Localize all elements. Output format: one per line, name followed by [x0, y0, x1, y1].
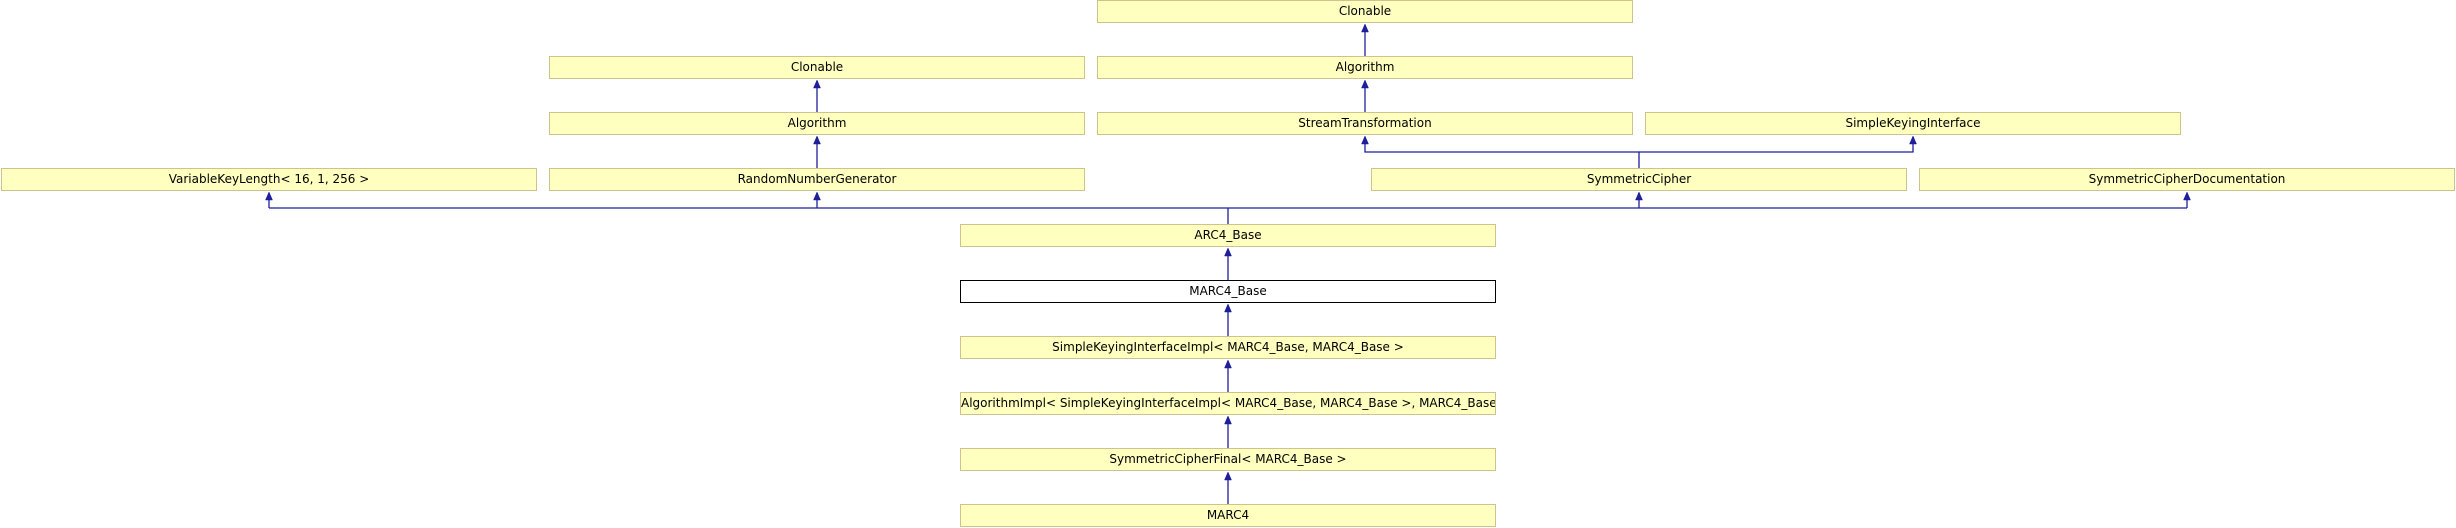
- edge-arc4-symcipher-arrowhead: [1635, 191, 1643, 201]
- node-variable-key-length[interactable]: VariableKeyLength< 16, 1, 256 >: [1, 168, 537, 191]
- edge-algorithm-stream-arrowhead: [1361, 79, 1369, 89]
- node-marc4-base-current: MARC4_Base: [960, 280, 1496, 303]
- edge-symcipher-skinterface-arrowhead: [1909, 135, 1917, 145]
- node-arc4-base[interactable]: ARC4_Base: [960, 224, 1496, 247]
- edge-skimpl-algimpl-arrowhead: [1224, 359, 1232, 369]
- edge-marc4base-skimpl-arrowhead: [1224, 303, 1232, 313]
- node-algorithm-impl[interactable]: AlgorithmImpl< SimpleKeyingInterfaceImpl…: [960, 392, 1496, 415]
- node-marc4[interactable]: MARC4: [960, 504, 1496, 527]
- node-clonable-left[interactable]: Clonable: [549, 56, 1085, 79]
- node-symmetric-cipher-documentation[interactable]: SymmetricCipherDocumentation: [1919, 168, 2455, 191]
- edge-algimpl-symfinal-arrowhead: [1224, 415, 1232, 425]
- edge-symcipher-stream-arrowhead: [1361, 135, 1369, 145]
- edge-symcipher-stream: [1364, 137, 1640, 168]
- node-algorithm-right[interactable]: Algorithm: [1097, 56, 1633, 79]
- node-clonable-top[interactable]: Clonable: [1097, 0, 1633, 23]
- edge-algorithm-rng-arrowhead: [813, 135, 821, 145]
- node-simple-keying-interface[interactable]: SimpleKeyingInterface: [1645, 112, 2181, 135]
- node-random-number-generator[interactable]: RandomNumberGenerator: [549, 168, 1085, 191]
- node-symmetric-cipher-final[interactable]: SymmetricCipherFinal< MARC4_Base >: [960, 448, 1496, 471]
- node-symmetric-cipher[interactable]: SymmetricCipher: [1371, 168, 1907, 191]
- edge-symfinal-marc4-arrowhead: [1224, 471, 1232, 481]
- edge-arc4-rng-arrowhead: [813, 191, 821, 201]
- edge-clonable-algorithm-arrowhead: [1361, 23, 1369, 33]
- node-simple-keying-interface-impl[interactable]: SimpleKeyingInterfaceImpl< MARC4_Base, M…: [960, 336, 1496, 359]
- edge-arc4-marc4base-arrowhead: [1224, 247, 1232, 257]
- edge-arc4-symdoc-arrowhead: [2183, 191, 2191, 201]
- edge-clonable-algorithm-left-arrowhead: [813, 79, 821, 89]
- edge-symcipher-skinterface: [1639, 137, 1914, 153]
- node-algorithm-left[interactable]: Algorithm: [549, 112, 1085, 135]
- node-stream-transformation[interactable]: StreamTransformation: [1097, 112, 1633, 135]
- edge-arc4-varkey-arrowhead: [265, 191, 273, 201]
